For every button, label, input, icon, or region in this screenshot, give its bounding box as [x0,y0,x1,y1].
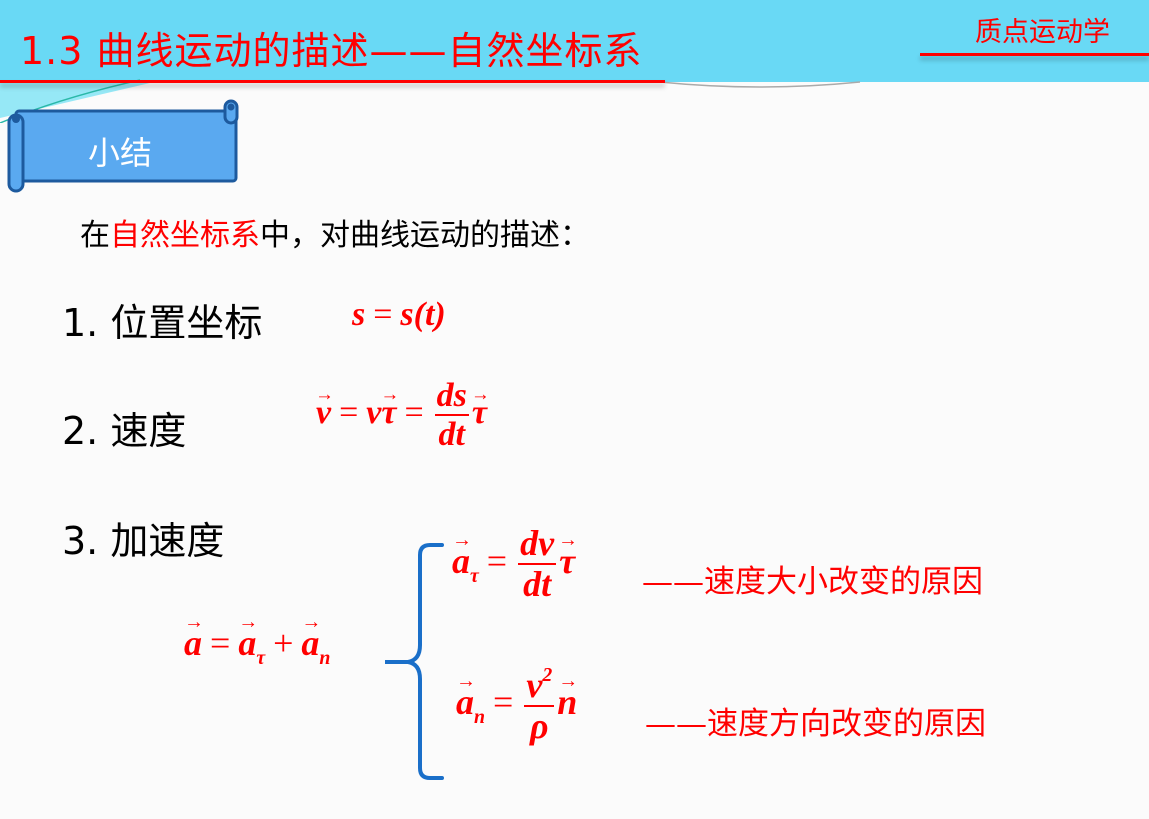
denominator: ρ [529,705,549,746]
item-acceleration-label: 3. 加速度 [62,519,225,563]
formula-s-of-t: s(t) [400,296,446,333]
formula-s: s [352,296,366,333]
slide-header [0,0,1149,82]
chapter-underline [920,53,1149,56]
vector-tau: τ [559,540,575,582]
summary-badge-label: 小结 [88,134,153,172]
equals-sign: = [339,394,359,432]
subscript-tau: τ [470,564,479,587]
equals-sign: = [493,681,514,722]
superscript-2: 2 [542,664,553,686]
normal-reason: ——速度方向改变的原因 [645,706,986,742]
vector-a: a [184,622,202,664]
tangential-acceleration-formula: aτ=dvdtτ [452,523,575,604]
item-velocity-label: 2. 速度 [62,409,187,453]
numerator: dv [518,523,557,565]
plus-sign: + [273,623,294,663]
chapter-label: 质点运动学 [975,17,1110,48]
title-underline [0,80,665,83]
numerator: ds [434,377,469,416]
vector-v: v [316,394,331,432]
intro-highlight: 自然坐标系 [110,218,260,253]
intro-prefix: 在 [80,218,110,253]
vector-tau: τ [472,394,487,432]
intro-suffix: 中，对曲线运动的描述： [260,218,590,253]
item-position-label: 1. 位置坐标 [62,301,263,345]
equals-sign: = [404,394,424,432]
slide-title: 1.3 曲线运动的描述——自然坐标系 [20,29,643,73]
intro-sentence: 在自然坐标系中，对曲线运动的描述： [80,210,590,254]
numerator-v: v [526,664,543,705]
equals-sign: = [210,623,231,663]
denominator: dt [438,415,465,453]
equals-sign: = [486,540,508,581]
velocity-formula: v=vτ=dsdtτ [316,378,487,453]
vector-a-tau: a [238,622,256,664]
scroll-banner-icon [7,99,239,193]
numerator: v2 [524,664,555,707]
total-acceleration-formula: a=aτ+an [184,622,330,670]
vector-n: n [557,681,577,723]
subscript-tau: τ [256,646,266,669]
subscript-n: n [319,646,331,669]
curly-brace-icon [385,543,444,780]
vector-a: a [452,540,470,582]
tangential-reason: ——速度大小改变的原因 [642,564,983,600]
subscript-n: n [474,705,486,728]
vector-a-n: a [301,622,319,664]
denominator: dt [523,563,552,604]
equals-sign: = [373,296,393,333]
position-formula: s=s(t) [352,296,446,334]
v-tau: vτ [366,394,396,431]
vector-a: a [456,681,474,723]
normal-acceleration-formula: an=v2ρn [456,665,577,746]
